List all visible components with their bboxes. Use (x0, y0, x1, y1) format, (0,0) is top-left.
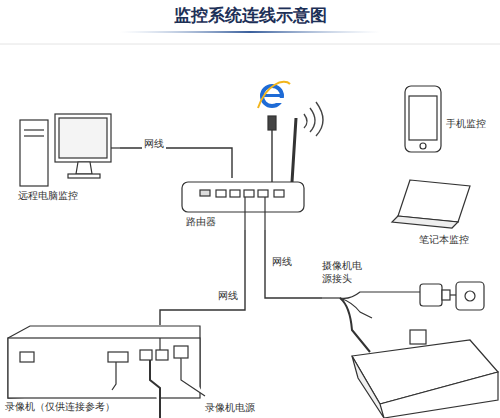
cable-line (265, 230, 322, 298)
cable-label: 网线 (216, 290, 240, 301)
internet-logo (258, 82, 290, 108)
power-joint-node: 摄像机电源接头 (322, 258, 472, 338)
device-label: 路由器 (186, 216, 226, 229)
device-label: 录像机（仅供连接参考） (5, 401, 205, 414)
device-label: 录像机电源 (205, 402, 265, 415)
nvr-power-node: 录像机电源 (205, 402, 265, 416)
title-wrap: 监控系统连线示意图 (0, 4, 500, 27)
title-rule (120, 31, 380, 33)
diagram-title: 监控系统连线示意图 (174, 5, 327, 25)
cable-label-wrap: 网线 (216, 284, 240, 303)
top-band-line (0, 44, 500, 45)
laptop-figure (392, 180, 470, 228)
device-label: 笔记本监控 (419, 234, 491, 247)
cable-label: 网线 (270, 256, 294, 267)
cable-label-wrap: 网线 (270, 250, 294, 269)
device-label: 摄像机电源接头 (322, 260, 368, 285)
wifi-waves (304, 102, 323, 136)
laptop-node: 笔记本监控 (393, 178, 493, 250)
cable-label: 网线 (142, 138, 166, 149)
phone-node: 手机监控 (398, 82, 496, 158)
cable-line (120, 148, 232, 178)
pc-figure (20, 114, 120, 186)
device-label: 远程电脑监控 (18, 190, 118, 203)
router-node: 路由器 (178, 178, 308, 230)
phone-figure (405, 86, 441, 152)
device-label: 手机监控 (446, 118, 494, 131)
router-figure (182, 116, 304, 230)
camera-figure (322, 282, 498, 418)
cable-line (160, 230, 245, 325)
nvr-node: 录像机（仅供连接参考） (5, 325, 205, 415)
cable-label-wrap: 网线 (142, 132, 166, 151)
pc-node: 远程电脑监控 (14, 108, 120, 204)
